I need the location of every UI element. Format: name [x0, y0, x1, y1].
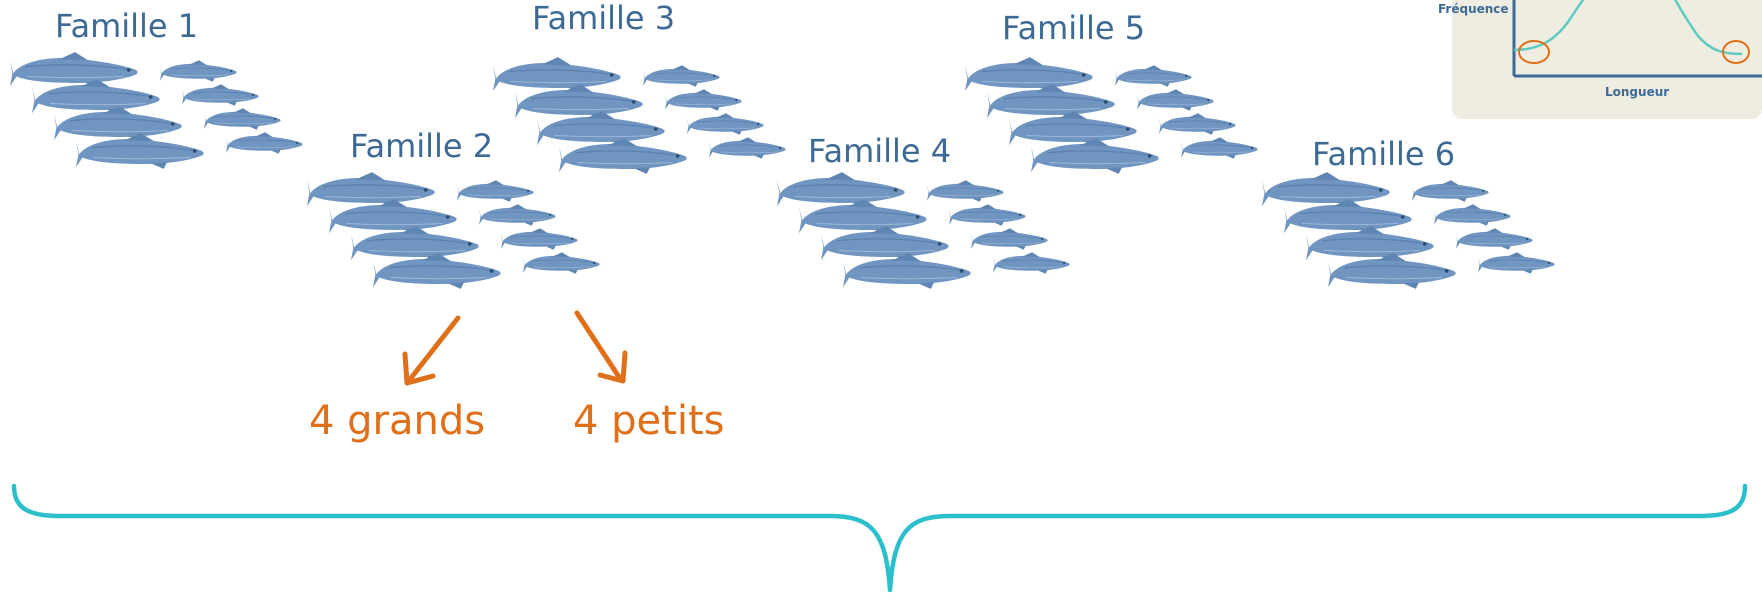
family-3-label: Famille 3	[532, 0, 676, 37]
family-1-fish-school	[10, 51, 303, 170]
arrow-to-small	[574, 310, 628, 384]
grouping-brace	[11, 483, 1748, 593]
arrow-to-large	[402, 315, 461, 386]
family-5-label: Famille 5	[1002, 9, 1146, 47]
family-2-label: Famille 2	[350, 127, 494, 165]
family-4-label: Famille 4	[808, 132, 952, 170]
family-5-fish-school	[965, 56, 1258, 175]
family-6-label: Famille 6	[1312, 135, 1456, 173]
inset-y-label: Fréquence	[1438, 2, 1509, 16]
length-frequency-inset: Fréquence Longueur	[1438, 0, 1762, 119]
family-3-fish-school	[493, 56, 786, 175]
inset-x-label: Longueur	[1605, 85, 1670, 99]
inset-plot	[1512, 0, 1762, 78]
outcome-small-label: 4 petits	[573, 398, 725, 444]
outcome-large-label: 4 grands	[309, 398, 486, 444]
family-6-fish-school	[1262, 171, 1555, 290]
family-1-label: Famille 1	[55, 7, 199, 45]
